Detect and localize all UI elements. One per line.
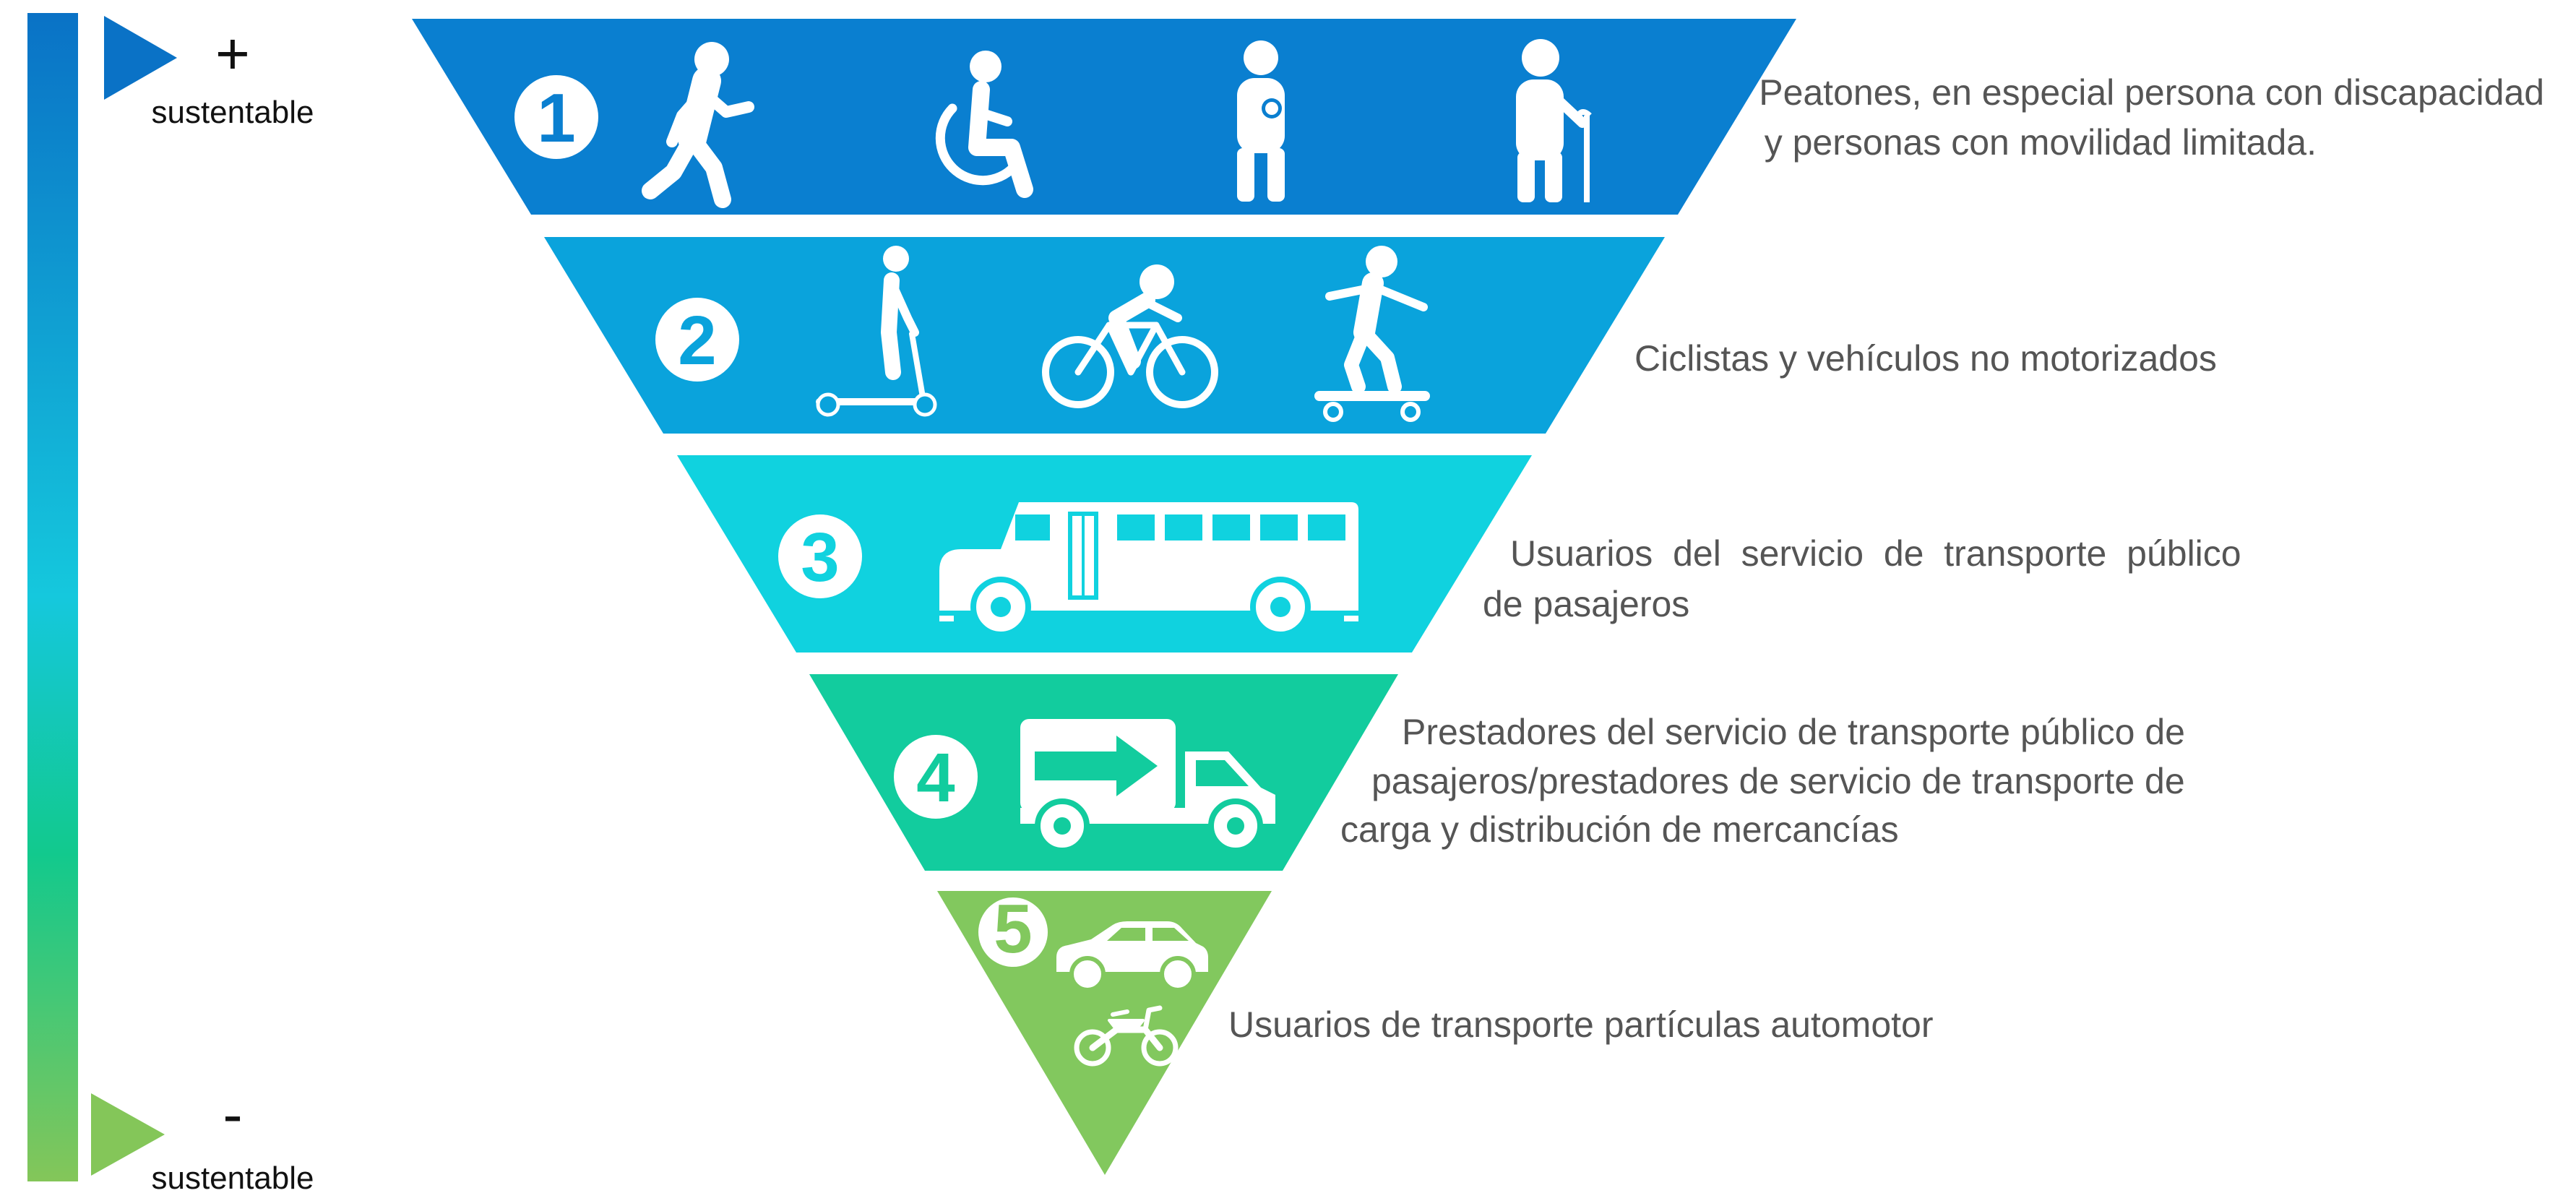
scooter-rider-icon [816,246,937,417]
person-holding-baby-icon [1237,40,1285,202]
scale-top-label: sustentable [151,95,314,130]
motorcycle-icon [1074,1005,1179,1067]
pedestrian-walking-icon [642,42,754,208]
level-number: 4 [916,739,955,817]
cyclist-icon [1042,264,1218,408]
delivery-truck-icon [1020,719,1275,853]
level-descriptions: Peatones, en especial persona con discap… [1228,72,2554,1045]
pyramid-level-5: 5 [937,890,1272,1175]
pyramid-level-4: 4 [809,674,1398,871]
level-3-description: Usuarios del servicio de transporte públ… [1483,533,2252,624]
level-2-description: Ciclistas y vehículos no motorizados [1634,338,2217,379]
level-number: 1 [537,79,575,157]
wheelchair-user-icon [935,51,1033,198]
pyramid-level-1: 1 [412,19,1796,215]
level-number-badge [655,298,739,382]
level-number-badge [514,75,598,159]
scale-bottom-label: sustentable [151,1160,314,1193]
level-number: 3 [801,519,839,596]
level-band [412,19,1796,215]
pyramid-level-2: 2 [544,237,1665,434]
description-line: y personas con movilidad limitada. [1765,122,2317,163]
level-number-badge [894,735,978,819]
level-4-description: Prestadores del servicio de transporte p… [1340,712,2195,850]
description-line: carga y distribución de mercancías [1340,809,1899,850]
skateboarder-icon [1314,246,1430,422]
sustainability-scale: + sustentable - sustentable [27,13,314,1193]
description-line: de pasajeros [1483,584,1689,624]
description-line: Usuarios del servicio de transporte públ… [1510,533,2241,574]
level-1-description: Peatones, en especial persona con discap… [1759,72,2554,163]
bottom-arrow-icon [91,1093,165,1176]
bus-icon [939,502,1358,637]
scale-bottom-sign: - [223,1082,242,1147]
pyramid-level-3: 3 [677,455,1532,653]
level-5-description: Usuarios de transporte partículas automo… [1228,1004,1934,1045]
level-number: 5 [994,890,1032,968]
elderly-person-with-cane-icon [1516,39,1592,202]
description-line: pasajeros/prestadores de servicio de tra… [1371,761,2185,801]
scale-gradient-bar [27,13,78,1181]
scale-top-sign: + [215,21,250,87]
level-number: 2 [678,302,716,379]
level-number-badge [778,514,862,598]
level-number-badge [978,897,1048,967]
description-line: Prestadores del servicio de transporte p… [1402,712,2185,752]
description-line: Ciclistas y vehículos no motorizados [1634,338,2217,379]
top-arrow-icon [104,16,177,100]
description-line: Usuarios de transporte partículas automo… [1228,1004,1934,1045]
car-icon [1056,921,1208,992]
description-line: Peatones, en especial persona con discap… [1759,72,2544,113]
